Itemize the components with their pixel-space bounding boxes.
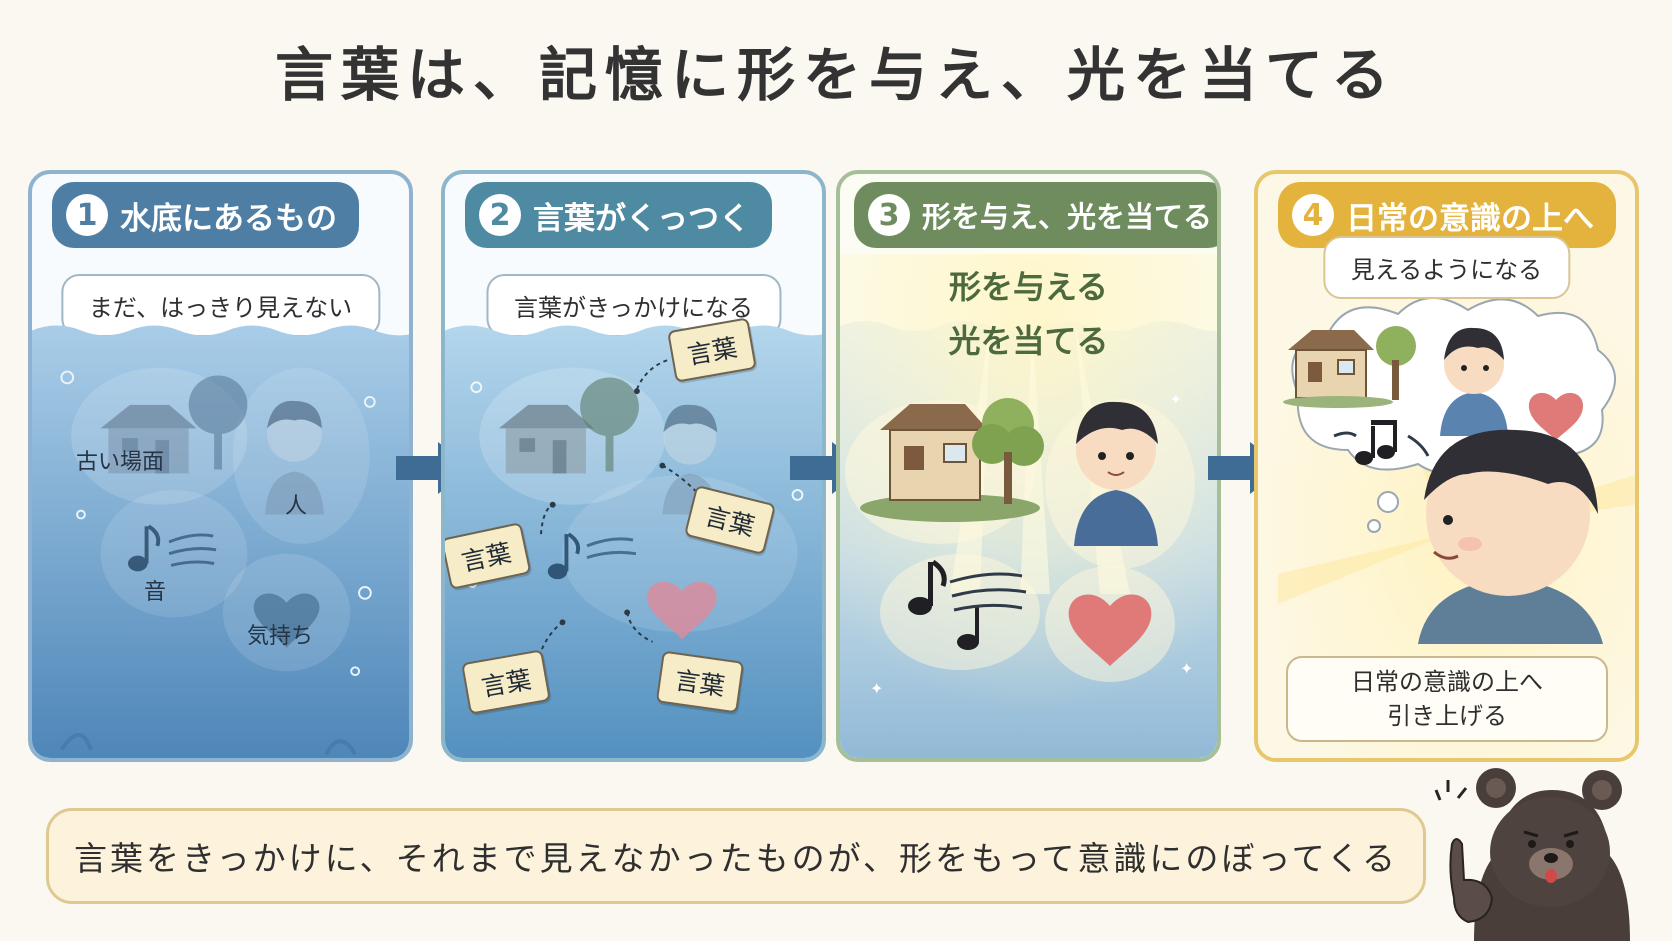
music-note-icon: [908, 559, 1027, 650]
heart-icon: [1068, 594, 1152, 666]
panel-4: 4 日常の意識の上へ: [1254, 170, 1639, 762]
caption-line-2: 引き上げる: [1387, 702, 1507, 730]
panel-1: 1 水底にあるもの まだ、はっきり見えない: [28, 170, 413, 762]
step-number: 4: [1292, 194, 1334, 236]
step-number: 3: [868, 194, 910, 236]
caption-line-1: 日常の意識の上へ: [1351, 668, 1543, 696]
summary-text: 言葉をきっかけに、それまで見えなかったものが、形をもって意識にのぼってくる: [73, 839, 1399, 878]
panel-3-line1: 形を与える: [948, 268, 1109, 306]
panel-1-title: 水底にあるもの: [120, 200, 337, 237]
label-feeling: 気持ち: [247, 624, 314, 649]
water-area: [445, 325, 822, 758]
panel-2-header: 2 言葉がくっつく: [465, 182, 772, 248]
panel-3-line2: 光を当てる: [948, 322, 1109, 360]
heart-icon: [647, 581, 717, 640]
music-note-icon: [127, 524, 217, 572]
water-area: [32, 325, 409, 758]
panel-2: 2 言葉がくっつく 言葉がきっかけになる: [441, 170, 826, 762]
panel-4-title: 日常の意識の上へ: [1346, 200, 1594, 237]
house-icon: [498, 404, 594, 474]
house-icon: [100, 404, 197, 474]
house-icon: [1283, 330, 1393, 408]
house-icon: [860, 404, 1040, 522]
panel-3: 3 形を与え、光を当てる: [836, 170, 1221, 762]
music-note-icon: [547, 532, 637, 580]
boy-icon: [1440, 327, 1508, 436]
tree-icon: [972, 398, 1044, 504]
panel-1-subtitle: まだ、はっきり見えない: [60, 274, 381, 337]
label-person: 人: [285, 494, 308, 519]
summary-banner: 言葉をきっかけに、それまで見えなかったものが、形をもって意識にのぼってくる: [46, 808, 1426, 904]
bear-icon: [1434, 768, 1630, 941]
step-number: 2: [479, 194, 521, 236]
sparkle-icon: ✦: [1180, 659, 1193, 678]
panel-4-subtitle: 見えるようになる: [1322, 236, 1571, 299]
boy-icon: [265, 400, 324, 515]
boy-icon: [1074, 401, 1158, 546]
panel-1-header: 1 水底にあるもの: [52, 182, 359, 248]
panel-2-title: 言葉がくっつく: [533, 200, 750, 237]
boy-icon: [662, 404, 720, 515]
label-scene: 古い場面: [76, 450, 165, 475]
word-tag: 言葉: [655, 650, 745, 714]
boy-icon: [1418, 429, 1603, 644]
panel-3-header: 3 形を与え、光を当てる: [854, 182, 1217, 248]
sparkle-icon: ✦: [870, 679, 883, 698]
heart-icon: [253, 593, 320, 648]
label-sound: 音: [144, 580, 167, 605]
page-title: 言葉は、記憶に形を与え、光を当てる: [274, 41, 1397, 109]
panel-4-caption: 日常の意識の上へ 引き上げる: [1286, 656, 1608, 742]
step-number: 1: [66, 194, 108, 236]
tree-icon: [1376, 326, 1416, 400]
tree-icon: [188, 375, 248, 470]
tree-icon: [580, 377, 639, 472]
panel-3-title: 形を与え、光を当てる: [922, 200, 1213, 234]
light-area: ✦ ✦ ✦: [840, 254, 1217, 758]
heart-icon: [1528, 392, 1584, 440]
music-note-icon: [1333, 420, 1430, 465]
sparkle-icon: ✦: [1170, 392, 1182, 408]
